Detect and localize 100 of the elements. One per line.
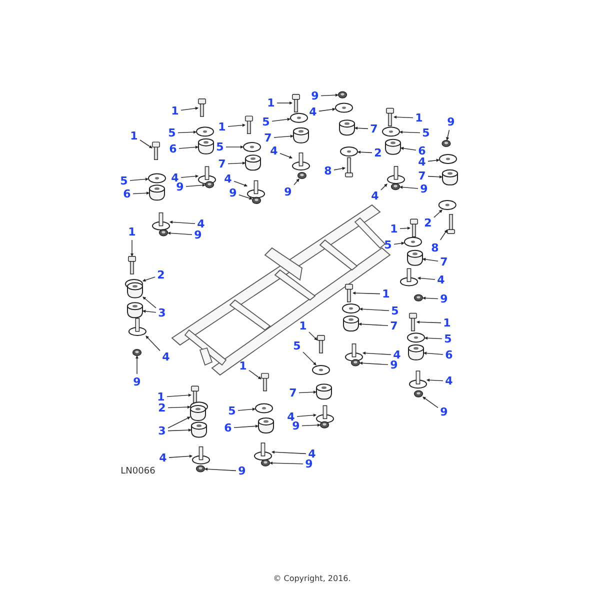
- leader-line: [276, 101, 293, 105]
- leader-line: [228, 162, 246, 165]
- nut-icon: [158, 229, 168, 236]
- callout-number: 7: [418, 170, 426, 182]
- leader-line: [180, 106, 199, 111]
- rubber-bush-icon: [149, 184, 165, 201]
- callout-number: 2: [424, 218, 432, 228]
- callout-number: 9: [440, 406, 448, 418]
- callout-number: 4: [308, 448, 316, 460]
- callout-number: 2: [374, 148, 382, 158]
- leader-line: [422, 258, 438, 262]
- washer-icon: [148, 173, 166, 184]
- callout-number: 5: [262, 116, 270, 128]
- bolt-icon: [447, 214, 455, 234]
- callout-number: 6: [418, 146, 426, 156]
- leader-line: [394, 242, 405, 245]
- flanged-spacer-icon: [316, 405, 334, 424]
- leader-line: [238, 194, 252, 200]
- callout-number: 7: [218, 158, 226, 170]
- leader-line: [168, 428, 192, 432]
- leader-line: [434, 210, 442, 218]
- leader-line: [399, 186, 418, 189]
- callout-number: 4: [437, 274, 445, 286]
- callout-number: 1: [128, 226, 136, 238]
- leader-line: [142, 296, 156, 308]
- nut-icon: [196, 465, 206, 472]
- leader-line: [130, 240, 134, 257]
- bolt-icon: [128, 256, 136, 274]
- nut-icon: [252, 196, 262, 204]
- leader-line: [178, 146, 199, 149]
- leader-line: [280, 152, 292, 159]
- rubber-bush-icon: [343, 316, 359, 332]
- washer-icon: [290, 112, 308, 123]
- leader-line: [399, 130, 420, 134]
- callout-number: 4: [418, 156, 426, 168]
- rubber-bush-icon: [191, 422, 207, 438]
- flanged-spacer-icon: [387, 166, 405, 184]
- leader-line: [423, 352, 444, 355]
- callout-number: 9: [238, 466, 246, 476]
- flanged-spacer-icon: [345, 344, 363, 362]
- leader-line: [168, 406, 191, 409]
- callout-number: 5: [444, 334, 452, 344]
- rubber-bush-icon: [127, 302, 143, 318]
- callout-number: 5: [168, 128, 176, 138]
- nut-icon: [297, 172, 307, 180]
- rubber-bush-icon: [190, 405, 206, 421]
- callout-number: 9: [229, 188, 237, 198]
- callout-number: 7: [264, 132, 272, 144]
- callout-number: 4: [445, 376, 453, 386]
- leader-line: [440, 230, 448, 240]
- callout-number: 6: [224, 422, 232, 434]
- flanged-spacer-icon: [254, 442, 272, 461]
- nut-icon: [204, 181, 214, 188]
- nut-icon: [320, 421, 330, 428]
- leader-line: [140, 140, 152, 148]
- callout-number: 1: [239, 360, 247, 372]
- leader-line: [400, 146, 416, 151]
- callout-number: 7: [390, 320, 398, 332]
- callout-number: 6: [445, 350, 453, 360]
- flanged-spacer-icon: [400, 268, 418, 286]
- leader-line: [166, 394, 192, 397]
- rubber-bush-icon: [442, 169, 458, 186]
- callout-number: 8: [431, 242, 439, 254]
- callout-number: 4: [287, 412, 295, 422]
- callout-number: 1: [415, 112, 423, 124]
- leader-line: [352, 291, 380, 295]
- rubber-bush-icon: [293, 127, 309, 144]
- leader-line: [296, 414, 317, 417]
- washer-icon: [335, 102, 353, 113]
- bolt-icon: [410, 218, 418, 238]
- callout-number: 2: [157, 270, 165, 280]
- leader-line: [130, 178, 149, 181]
- leader-line: [272, 118, 291, 122]
- leader-line: [186, 184, 206, 187]
- callout-number: 6: [123, 188, 131, 200]
- leader-line: [135, 355, 139, 374]
- leader-line: [146, 336, 160, 352]
- nut-icon: [442, 140, 451, 148]
- leader-line: [269, 461, 304, 465]
- callout-number: 5: [120, 176, 128, 186]
- callout-number: 7: [440, 256, 448, 268]
- callout-number: 9: [420, 184, 428, 194]
- leader-line: [168, 416, 190, 428]
- callout-number: 4: [224, 174, 232, 184]
- rubber-bush-icon: [408, 344, 424, 360]
- callout-number: 4: [371, 190, 379, 202]
- bolt-icon: [317, 335, 325, 354]
- washer-icon: [243, 142, 261, 152]
- leader-line: [204, 468, 236, 472]
- rubber-bush-icon: [258, 417, 274, 434]
- callout-number: 4: [270, 146, 278, 156]
- callout-number: 9: [194, 230, 202, 240]
- leader-line: [334, 166, 346, 170]
- washer-icon: [407, 332, 425, 343]
- leader-line: [422, 396, 438, 408]
- washer-icon: [340, 146, 358, 157]
- leader-line: [422, 296, 438, 300]
- leader-line: [167, 232, 192, 235]
- copyright-notice: © Copyright, 2016.: [273, 573, 351, 585]
- callout-number: 1: [267, 98, 275, 108]
